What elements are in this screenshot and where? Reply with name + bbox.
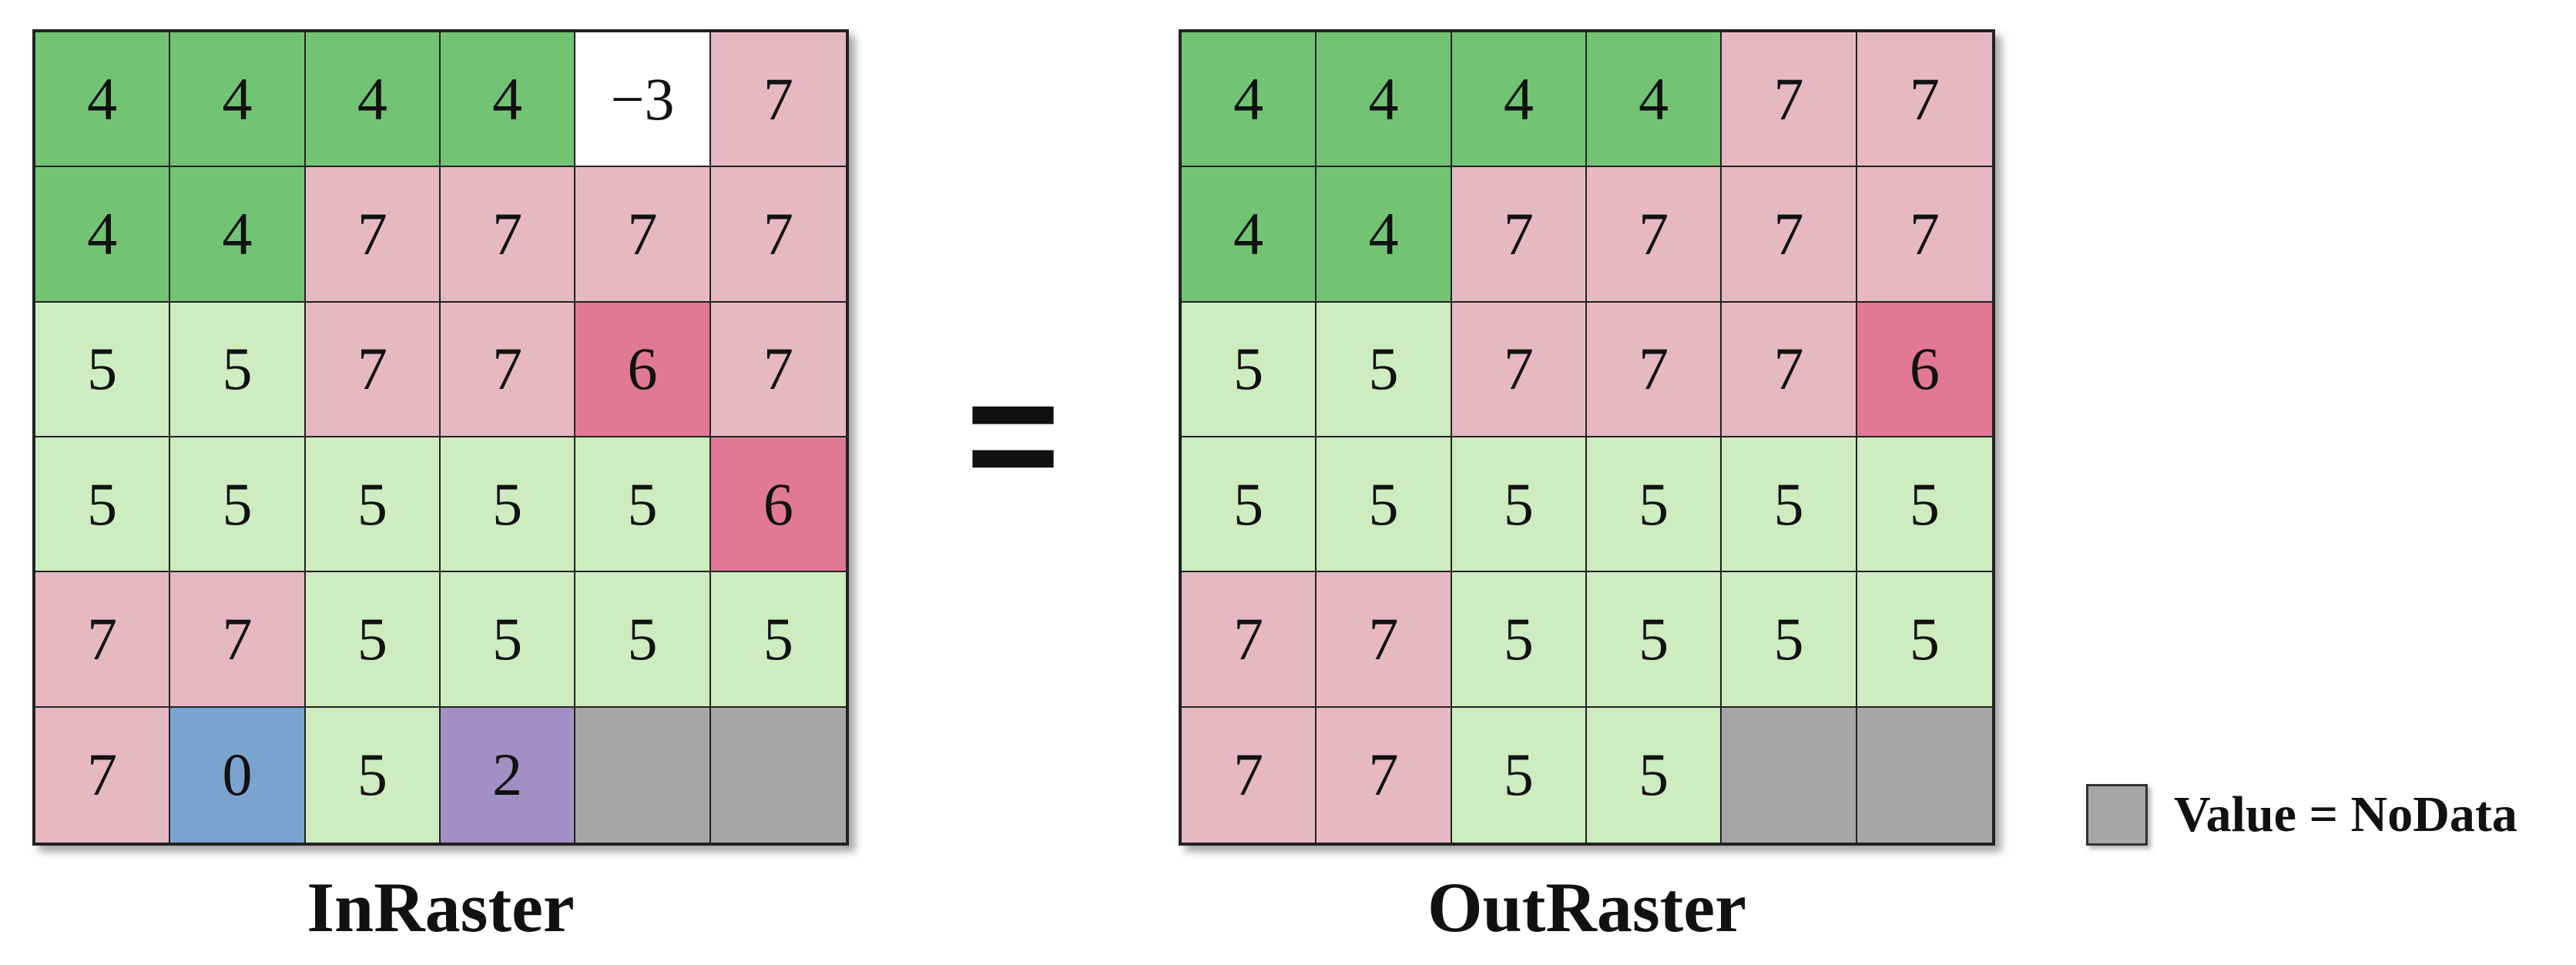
in-raster-cell-r1-c1: 4 bbox=[35, 32, 171, 168]
in-raster-cell-r2-c3: 7 bbox=[305, 167, 441, 303]
in-raster-cell-r1-c6: 7 bbox=[710, 32, 846, 168]
out-raster-cell-r1-c3: 4 bbox=[1451, 32, 1587, 168]
out-raster-cell-r5-c4: 5 bbox=[1586, 572, 1722, 708]
in-raster-cell-r4-c5: 5 bbox=[575, 437, 711, 573]
in-raster-cell-r6-c4: 2 bbox=[440, 707, 576, 843]
in-raster-cell-r6-c3: 5 bbox=[305, 707, 441, 843]
in-raster-cell-r6-c2: 0 bbox=[170, 707, 306, 843]
in-raster-cell-r3-c4: 7 bbox=[440, 302, 576, 437]
out-raster-cell-r6-c3: 5 bbox=[1451, 707, 1587, 843]
in-raster-cell-r2-c6: 7 bbox=[710, 167, 846, 303]
out-raster-cell-r6-c6 bbox=[1857, 707, 1992, 843]
legend: Value = NoData bbox=[2086, 784, 2517, 846]
in-raster-cell-r1-c2: 4 bbox=[170, 32, 306, 168]
in-raster-cell-r5-c2: 7 bbox=[170, 572, 306, 708]
in-raster-cell-r3-c6: 7 bbox=[710, 302, 846, 437]
in-raster-cell-r2-c2: 4 bbox=[170, 167, 306, 303]
in-raster-cell-r6-c5 bbox=[575, 707, 711, 843]
out-raster-cell-r4-c4: 5 bbox=[1586, 437, 1722, 573]
out-raster-cell-r1-c1: 4 bbox=[1182, 32, 1317, 168]
out-raster-cell-r3-c3: 7 bbox=[1451, 302, 1587, 437]
out-raster-cell-r3-c2: 5 bbox=[1317, 302, 1452, 437]
out-raster-cell-r3-c4: 7 bbox=[1586, 302, 1722, 437]
in-raster-cell-r1-c5: −3 bbox=[575, 32, 711, 168]
out-raster-cell-r1-c2: 4 bbox=[1317, 32, 1452, 168]
in-raster-cell-r2-c4: 7 bbox=[440, 167, 576, 303]
equals-sign: = bbox=[965, 344, 1061, 525]
out-raster-cell-r1-c5: 7 bbox=[1722, 32, 1857, 168]
in-raster-caption: InRaster bbox=[307, 868, 575, 947]
out-raster-cell-r6-c2: 7 bbox=[1317, 707, 1452, 843]
out-raster-cell-r5-c6: 5 bbox=[1857, 572, 1992, 708]
out-raster-cell-r5-c2: 7 bbox=[1317, 572, 1452, 708]
in-raster-cell-r4-c6: 6 bbox=[710, 437, 846, 573]
in-raster-cell-r3-c2: 5 bbox=[170, 302, 306, 437]
out-raster-cell-r3-c1: 5 bbox=[1182, 302, 1317, 437]
out-raster-cell-r2-c2: 4 bbox=[1317, 167, 1452, 303]
legend-label: Value = NoData bbox=[2174, 786, 2517, 843]
out-raster-cell-r6-c4: 5 bbox=[1586, 707, 1722, 843]
in-raster-cell-r4-c3: 5 bbox=[305, 437, 441, 573]
out-raster-cell-r2-c5: 7 bbox=[1722, 167, 1857, 303]
in-raster-cell-r5-c1: 7 bbox=[35, 572, 171, 708]
out-raster-cell-r4-c3: 5 bbox=[1451, 437, 1587, 573]
in-raster-cell-r4-c1: 5 bbox=[35, 437, 171, 573]
out-raster-cell-r5-c3: 5 bbox=[1451, 572, 1587, 708]
in-raster-cell-r2-c1: 4 bbox=[35, 167, 171, 303]
in-raster-cell-r5-c6: 5 bbox=[710, 572, 846, 708]
out-raster-cell-r6-c5 bbox=[1722, 707, 1857, 843]
nodata-swatch bbox=[2086, 784, 2148, 846]
out-raster-cell-r3-c5: 7 bbox=[1722, 302, 1857, 437]
in-raster-cell-r4-c4: 5 bbox=[440, 437, 576, 573]
out-raster-cell-r6-c1: 7 bbox=[1182, 707, 1317, 843]
out-raster-cell-r5-c5: 5 bbox=[1722, 572, 1857, 708]
out-raster-cell-r2-c3: 7 bbox=[1451, 167, 1587, 303]
out-raster-cell-r4-c6: 5 bbox=[1857, 437, 1992, 573]
in-raster-cell-r5-c4: 5 bbox=[440, 572, 576, 708]
in-raster-cell-r3-c1: 5 bbox=[35, 302, 171, 437]
in-raster-cell-r5-c5: 5 bbox=[575, 572, 711, 708]
out-raster-cell-r1-c4: 4 bbox=[1586, 32, 1722, 168]
in-raster-cell-r6-c1: 7 bbox=[35, 707, 171, 843]
out-raster-cell-r4-c1: 5 bbox=[1182, 437, 1317, 573]
in-raster-cell-r6-c6 bbox=[710, 707, 846, 843]
in-raster-cell-r4-c2: 5 bbox=[170, 437, 306, 573]
in-raster-cell-r3-c3: 7 bbox=[305, 302, 441, 437]
in-raster-cell-r5-c3: 5 bbox=[305, 572, 441, 708]
in-raster-cell-r3-c5: 6 bbox=[575, 302, 711, 437]
in-raster-cell-r1-c4: 4 bbox=[440, 32, 576, 168]
out-raster-cell-r2-c4: 7 bbox=[1586, 167, 1722, 303]
out-raster-cell-r5-c1: 7 bbox=[1182, 572, 1317, 708]
out-raster-caption: OutRaster bbox=[1427, 868, 1746, 947]
in-raster-cell-r1-c3: 4 bbox=[305, 32, 441, 168]
out-raster-cell-r3-c6: 6 bbox=[1857, 302, 1992, 437]
out-raster-cell-r2-c6: 7 bbox=[1857, 167, 1992, 303]
out-raster-cell-r4-c2: 5 bbox=[1317, 437, 1452, 573]
in-raster-cell-r2-c5: 7 bbox=[575, 167, 711, 303]
out-raster-cell-r4-c5: 5 bbox=[1722, 437, 1857, 573]
out-raster-cell-r2-c1: 4 bbox=[1182, 167, 1317, 303]
out-raster-cell-r1-c6: 7 bbox=[1857, 32, 1992, 168]
